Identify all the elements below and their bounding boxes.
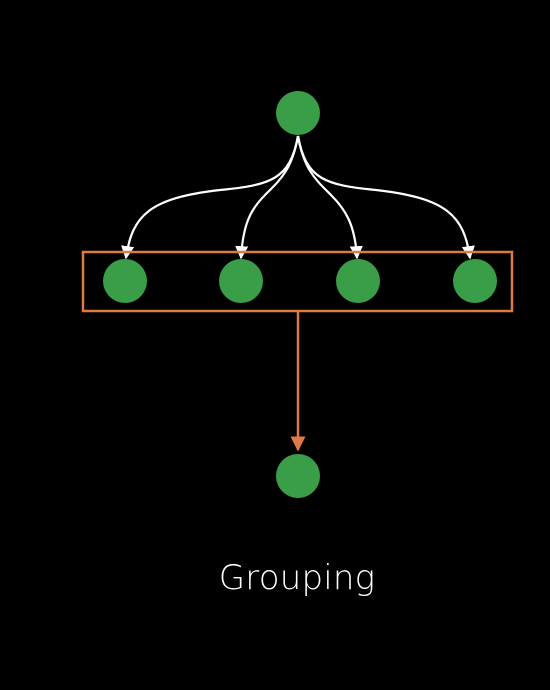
group-member-node-2	[219, 259, 263, 303]
group-member-node-3	[336, 259, 380, 303]
diagram-caption: Grouping	[218, 558, 376, 598]
group-member-node-4	[453, 259, 497, 303]
fan-out-arrow-4	[296, 135, 475, 260]
result-node	[276, 454, 320, 498]
source-node	[276, 91, 320, 135]
fan-out-arrow-3	[296, 135, 363, 260]
fan-out-arrow-1	[121, 135, 300, 260]
fan-out-arrow-2	[235, 135, 300, 260]
group-box	[81, 250, 514, 313]
group-member-node-1	[103, 259, 147, 303]
